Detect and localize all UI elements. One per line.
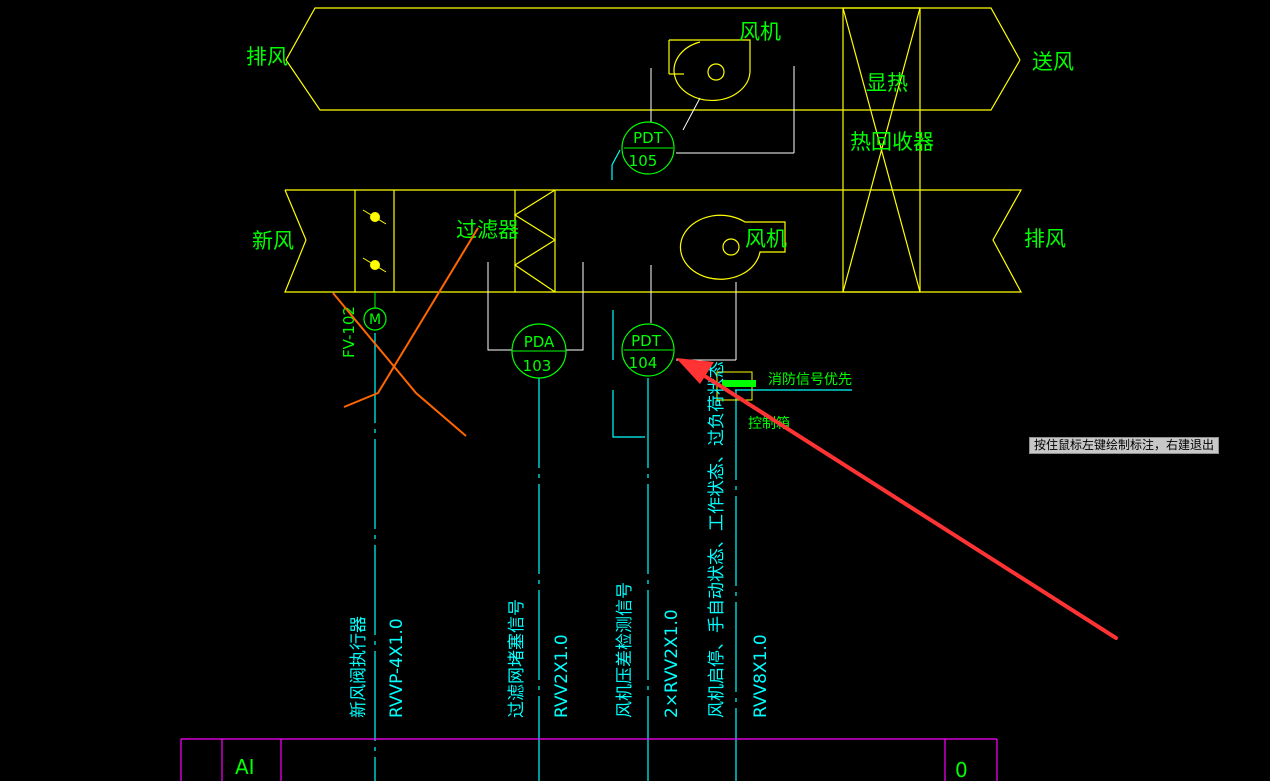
- fire-priority-label: 消防信号优先: [768, 372, 852, 388]
- fan-top-icon: [668, 39, 751, 102]
- pda103-num: 103: [523, 357, 552, 375]
- io-table: [180, 738, 998, 781]
- cable-3-desc: 风机压差检测信号: [615, 582, 635, 718]
- pdt104-num: 104: [629, 354, 658, 372]
- top-duct: [285, 7, 1021, 111]
- status-tooltip: 按住鼠标左键绘制标注，右建退出: [1029, 437, 1220, 454]
- bottom-duct: [284, 189, 1023, 293]
- damper-motor[interactable]: M: [363, 292, 387, 331]
- cable-1-spec: RVVP-4X1.0: [387, 618, 407, 718]
- cable-4-spec: RVV8X1.0: [751, 634, 771, 718]
- cable-4-desc: 风机启停、手自动状态、工作状态、过负荷状态: [707, 361, 727, 718]
- fan-bottom-label: 风机: [745, 227, 787, 251]
- cable-lines: [374, 333, 737, 781]
- orange-markup-lines: [332, 227, 479, 437]
- pdt104-tag: PDT: [631, 332, 662, 350]
- control-box-label: 控制箱: [748, 416, 790, 432]
- damper-section: [354, 190, 395, 292]
- pdt105-tag: PDT: [633, 129, 664, 147]
- instrument-pda-103[interactable]: PDA 103: [511, 323, 567, 379]
- heat-recovery-label-1: 显热: [866, 71, 908, 95]
- cable-1-desc: 新风阀执行器: [349, 616, 369, 718]
- fan-bottom-icon: [679, 214, 786, 280]
- cable-2-desc: 过滤网堵塞信号: [507, 599, 527, 718]
- bottom-right-label: 排风: [1024, 227, 1066, 251]
- top-left-label: 排风: [246, 45, 288, 69]
- bottom-left-label: 新风: [252, 229, 294, 253]
- filter-symbol: [513, 189, 557, 293]
- heat-recovery-unit: [842, 7, 921, 293]
- instrument-pdt-105[interactable]: PDT 105: [621, 121, 675, 175]
- damper-motor-label: M: [369, 312, 381, 328]
- pdt105-num: 105: [629, 152, 658, 170]
- annotation-arrow[interactable]: [676, 358, 1118, 640]
- cable-2-spec: RVV2X1.0: [552, 634, 572, 718]
- pda103-tag: PDA: [524, 333, 555, 351]
- top-right-label: 送风: [1032, 50, 1074, 74]
- table-cell-zero: 0: [955, 758, 968, 781]
- instrument-pdt-104[interactable]: PDT 104: [621, 323, 675, 377]
- cable-3-spec: 2×RVV2X1.0: [662, 609, 682, 718]
- fan-top-label: 风机: [739, 20, 781, 44]
- heat-recovery-label-2: 热回收器: [850, 130, 934, 154]
- filter-label: 过滤器: [456, 218, 519, 242]
- table-cell-ai: AI: [235, 755, 255, 779]
